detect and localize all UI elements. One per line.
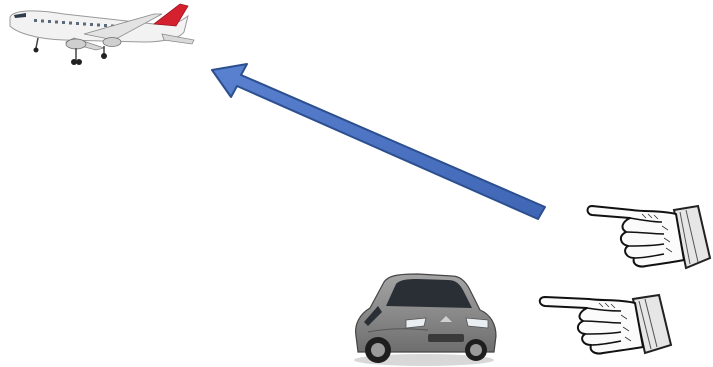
pointing-hand-icon [582, 188, 713, 285]
car-icon [348, 266, 500, 367]
pointing-hand-icon [533, 283, 675, 361]
